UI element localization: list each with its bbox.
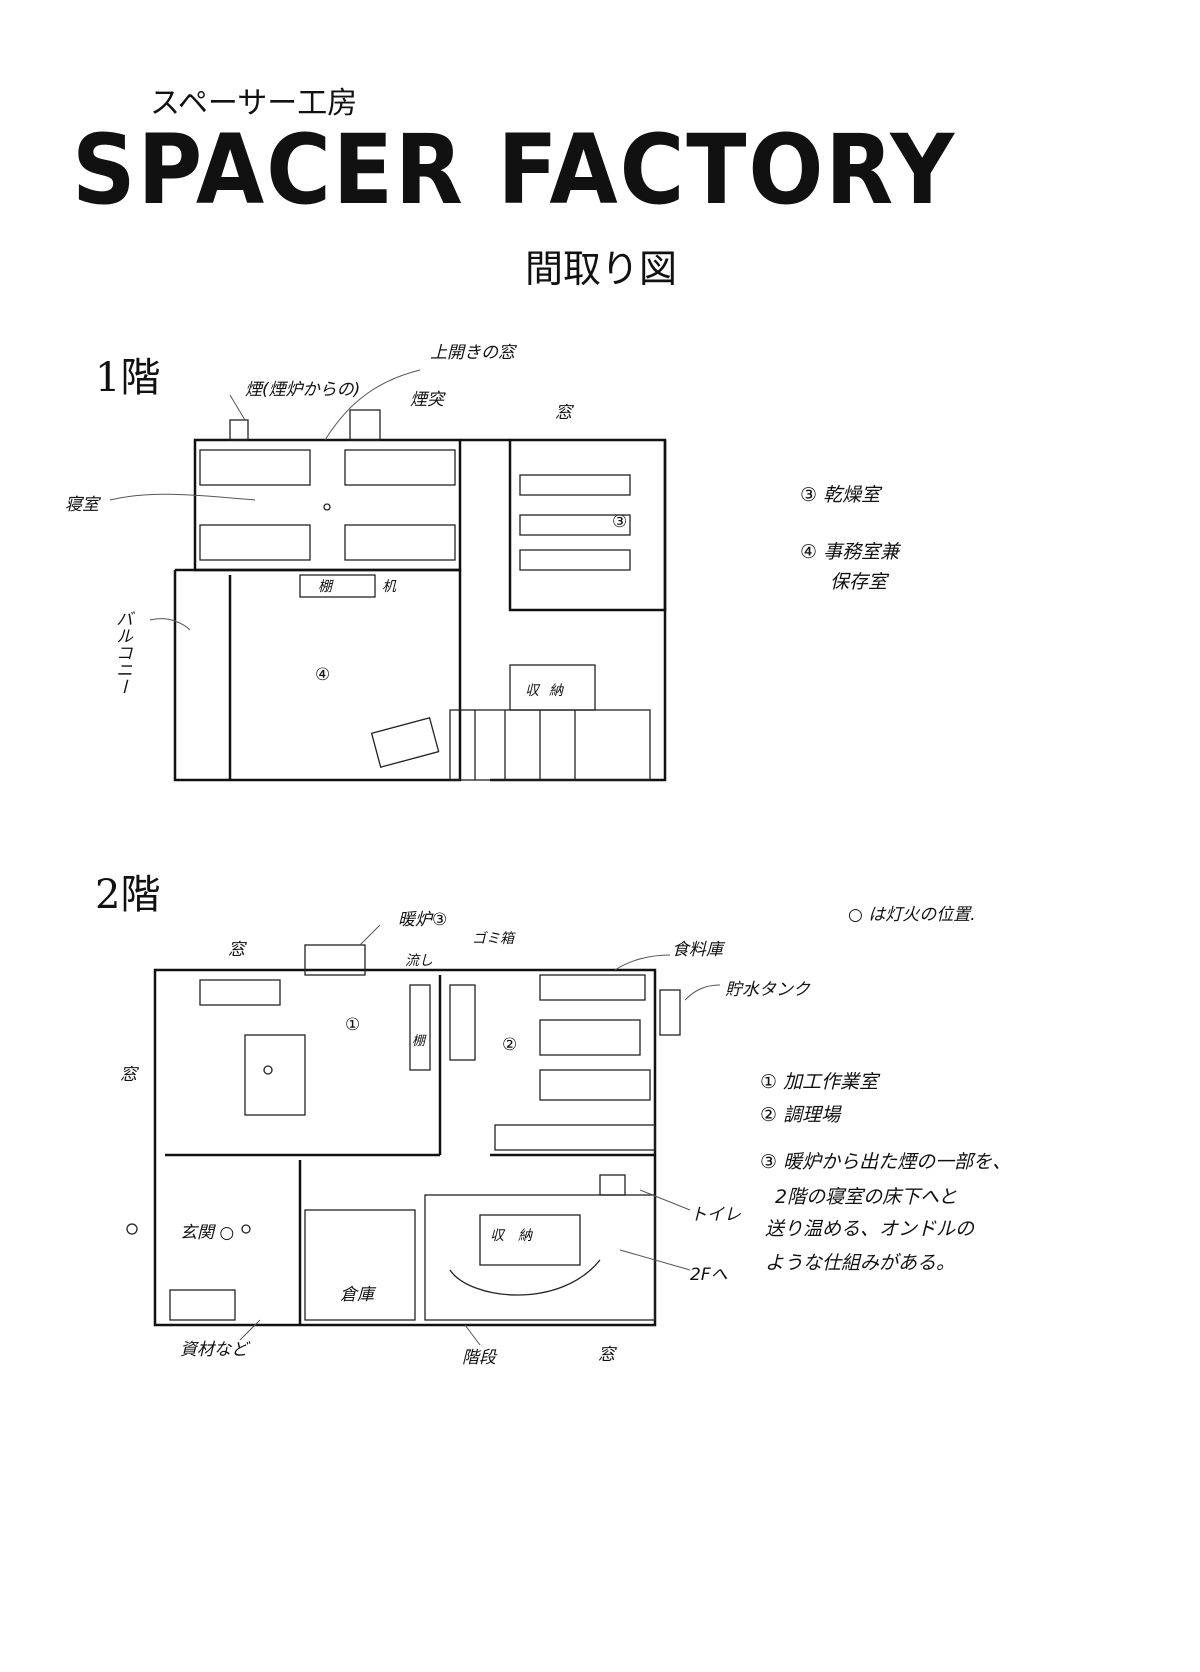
label-smoke: 煙(煙炉からの) <box>245 380 361 400</box>
floor2-plan <box>126 924 721 1346</box>
floor1-heading: 1階 <box>95 355 161 401</box>
floor2-legend-3: ③ 暖炉から出た煙の一部を、 <box>760 1151 1012 1173</box>
label-warehouse: 倉庫 <box>340 1285 374 1305</box>
floor1-legend-3: 保存室 <box>830 571 888 593</box>
floor2-legend-1: ① 加工作業室 <box>760 1071 879 1093</box>
label-stairs: 階段 <box>462 1348 496 1368</box>
label-storage-2f: 収納 <box>490 1228 546 1244</box>
label-to-2f: 2Fへ <box>690 1265 728 1285</box>
floor1-plan <box>109 369 667 782</box>
floor1-legend-1: ③ 乾燥室 <box>800 484 881 506</box>
caption: 間取り図 <box>525 247 678 291</box>
floor2-legend-5: 送り温める、オンドルの <box>765 1218 975 1240</box>
label-window-top: 窓 <box>228 940 245 960</box>
label-room1: ① <box>345 1015 361 1035</box>
label-window: 窓 <box>555 403 572 423</box>
label-desk: 机 <box>382 579 396 595</box>
label-materials: 資材など <box>180 1340 248 1360</box>
label-top-window: 上開きの窓 <box>430 343 515 363</box>
label-sink: 流し <box>405 953 433 969</box>
floor1-legend-2: ④ 事務室兼 <box>800 541 900 563</box>
label-room3: ③ <box>612 512 628 532</box>
label-trash: ゴミ箱 <box>472 931 514 947</box>
subtitle: スペーサー工房 <box>150 86 358 121</box>
label-bedroom: 寝室 <box>65 495 99 515</box>
floor2-legend-2: ② 調理場 <box>760 1104 841 1126</box>
label-shelf: 棚 <box>318 579 332 595</box>
label-pantry: 食料庫 <box>672 940 723 960</box>
label-entrance: 玄関 ○ <box>180 1223 235 1243</box>
label-storage: 収納 <box>525 683 573 699</box>
logo-title: SPACER FACTORY <box>72 114 957 226</box>
label-room2: ② <box>502 1035 518 1055</box>
label-room4: ④ <box>315 665 331 685</box>
label-chimney: 煙突 <box>410 390 444 410</box>
floor2-legend-4: 2階の寝室の床下へと <box>775 1186 958 1208</box>
label-window-left: 窓 <box>120 1065 137 1085</box>
label-toilet: トイレ <box>690 1205 741 1225</box>
label-shelf-2f: 棚 <box>412 1034 426 1049</box>
floor2-heading: 2階 <box>95 872 161 918</box>
label-window-bottom: 窓 <box>598 1345 615 1365</box>
label-balcony: バルコニー <box>112 610 132 695</box>
floor2-legend-6: ような仕組みがある。 <box>765 1252 956 1274</box>
label-water-tank: 貯水タンク <box>725 980 810 1000</box>
light-note: ○ は灯火の位置. <box>848 905 976 925</box>
label-fireplace: 暖炉③ <box>398 910 448 930</box>
